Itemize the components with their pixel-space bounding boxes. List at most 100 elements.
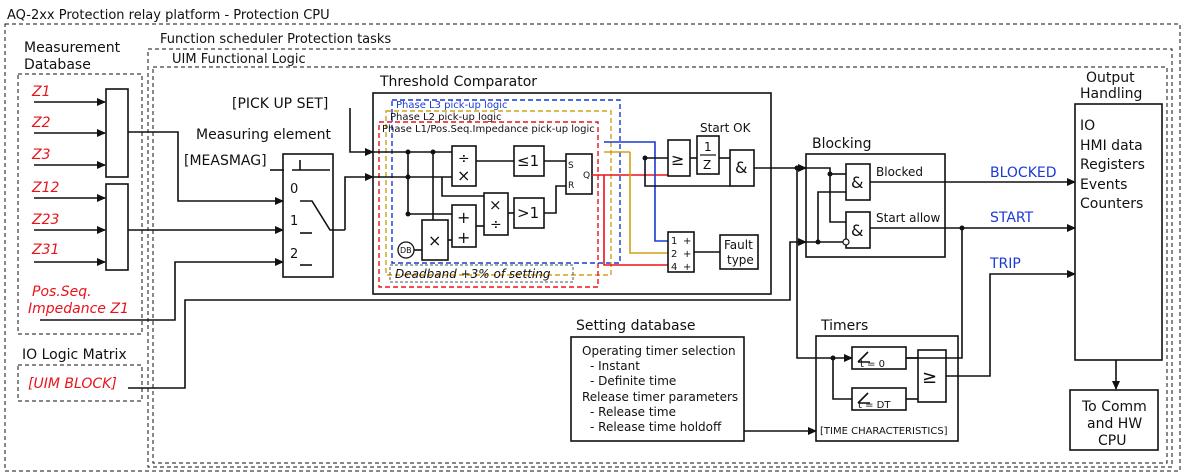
plus-symbol-2: +	[457, 228, 470, 247]
phase-l2-frame	[385, 110, 612, 276]
fault-in-2: 2	[671, 249, 677, 260]
times-divide-block	[483, 192, 509, 236]
gt1-symbol: >1	[517, 204, 539, 222]
output-trip: TRIP	[989, 256, 1021, 272]
oh-item-hmi: HMI data	[1080, 138, 1143, 154]
sr-q: Q	[583, 171, 590, 181]
posseq-label-2: Impedance Z1	[28, 301, 129, 317]
delay-block	[696, 135, 720, 175]
divide-block	[451, 145, 477, 187]
fault-plus-2: +	[683, 249, 691, 260]
mux-phase	[105, 88, 129, 178]
selector-pos-0: 0	[290, 182, 298, 197]
to-comm-line1: To Comm	[1081, 399, 1147, 415]
setting-line-0: Operating timer selection	[582, 344, 736, 358]
delay-den: Z	[703, 158, 711, 172]
mux-line	[105, 183, 129, 271]
measmag-label: [MEASMAG]	[184, 153, 267, 169]
and-start-ok-symbol: &	[735, 158, 747, 177]
times-symbol-3: ×	[489, 196, 502, 214]
timer-t0-label: t = 0	[860, 359, 885, 370]
output-blocked: BLOCKED	[990, 165, 1057, 181]
oh-item-events: Events	[1080, 177, 1127, 193]
selector-pos-1: 1	[290, 214, 298, 229]
and-start-allow	[845, 211, 871, 249]
input-z2: Z2	[31, 115, 51, 131]
phase-l3-label: Phase L3 pick-up logic	[396, 100, 508, 111]
outer-title: AQ-2xx Protection relay platform - Prote…	[7, 8, 330, 23]
setting-line-4: - Release time	[590, 405, 676, 419]
pickup-set-label: [PICK UP SET]	[232, 96, 328, 112]
timers-box	[815, 335, 959, 442]
deadband-box	[389, 264, 574, 283]
uim-frame	[152, 66, 1168, 464]
oh-item-counters: Counters	[1080, 196, 1143, 212]
times-symbol-2: ×	[428, 231, 441, 250]
input-z3: Z3	[31, 147, 51, 163]
to-comm-box	[1069, 389, 1159, 451]
deadband-label: Deadband +3% of setting	[395, 267, 551, 281]
phase-l3-frame	[391, 99, 621, 264]
and-blocked-symbol: &	[851, 173, 863, 192]
setting-line-5: - Release time holdoff	[590, 420, 722, 434]
sr-flipflop	[565, 153, 593, 195]
output-start: START	[990, 210, 1034, 226]
input-z1: Z1	[31, 84, 51, 100]
oh-item-registers: Registers	[1080, 157, 1145, 173]
scheduler-frame	[147, 48, 1173, 468]
blocking-title: Blocking	[812, 136, 872, 152]
io-logic-frame	[17, 364, 143, 402]
fault-type-label-2: type	[727, 253, 754, 267]
threshold-title: Threshold Comparator	[379, 74, 537, 90]
plus-symbol-1: +	[457, 208, 470, 227]
threshold-comparator-box	[372, 92, 772, 295]
z-inputs: Z1 Z2 Z3 Z12 Z23 Z31	[31, 84, 59, 258]
times-symbol-1: ×	[457, 166, 470, 185]
protection-cpu-frame	[4, 23, 1181, 472]
measurement-database-frame	[17, 73, 143, 335]
input-z23: Z23	[31, 212, 59, 228]
divide-symbol: ÷	[458, 151, 470, 167]
measurement-db-title: Measurement	[24, 40, 121, 56]
measurement-db-title-2: Database	[24, 57, 91, 73]
fault-in-1: 1	[671, 236, 677, 247]
or-ge-symbol: ≥	[671, 150, 684, 169]
divide-symbol-2: ÷	[490, 217, 502, 233]
output-handling-box	[1074, 103, 1163, 361]
blocked-label: Blocked	[876, 165, 923, 179]
delay-num: 1	[704, 140, 712, 154]
timers-title: Timers	[820, 318, 868, 334]
selector-pos-2: 2	[290, 247, 298, 262]
start-allow-label: Start allow	[876, 211, 940, 225]
phase-l1-label: Phase L1/Pos.Seq.Impedance pick-up logic	[382, 124, 595, 135]
fault-plus-3: +	[683, 262, 691, 273]
setting-line-3: Release timer parameters	[582, 390, 738, 404]
setting-db-box	[570, 336, 745, 442]
timer-or-symbol: ≥	[922, 367, 937, 388]
phase-l2-label: Phase L2 pick-up logic	[390, 112, 502, 123]
output-handling-title-2: Handling	[1080, 86, 1142, 102]
setting-db-title: Setting database	[576, 318, 696, 334]
and-start-allow-symbol: &	[851, 221, 863, 240]
to-comm-line2: and HW	[1087, 416, 1142, 432]
to-comm-line3: CPU	[1098, 433, 1126, 449]
posseq-label: Pos.Seq.	[32, 284, 92, 300]
input-z12: Z12	[31, 180, 59, 196]
setting-line-1: - Instant	[590, 359, 640, 373]
le1-symbol: ≤1	[517, 152, 539, 170]
io-logic-title: IO Logic Matrix	[22, 347, 127, 363]
blocking-box	[805, 153, 946, 258]
setting-line-2: - Definite time	[590, 374, 676, 388]
measuring-element-title: Measuring element	[196, 127, 332, 143]
start-ok-label: Start OK	[700, 121, 752, 135]
sr-r: R	[568, 181, 574, 191]
output-handling-title: Output	[1086, 70, 1135, 86]
fault-plus-1: +	[683, 236, 691, 247]
uim-title: UIM Functional Logic	[172, 52, 306, 67]
fault-type-label: Fault	[724, 238, 753, 252]
scheduler-title: Function scheduler Protection tasks	[160, 32, 391, 47]
timer-tdt-label: t = DT	[858, 400, 891, 411]
fault-in-4: 4	[671, 262, 677, 273]
db-label: DB	[400, 246, 412, 255]
